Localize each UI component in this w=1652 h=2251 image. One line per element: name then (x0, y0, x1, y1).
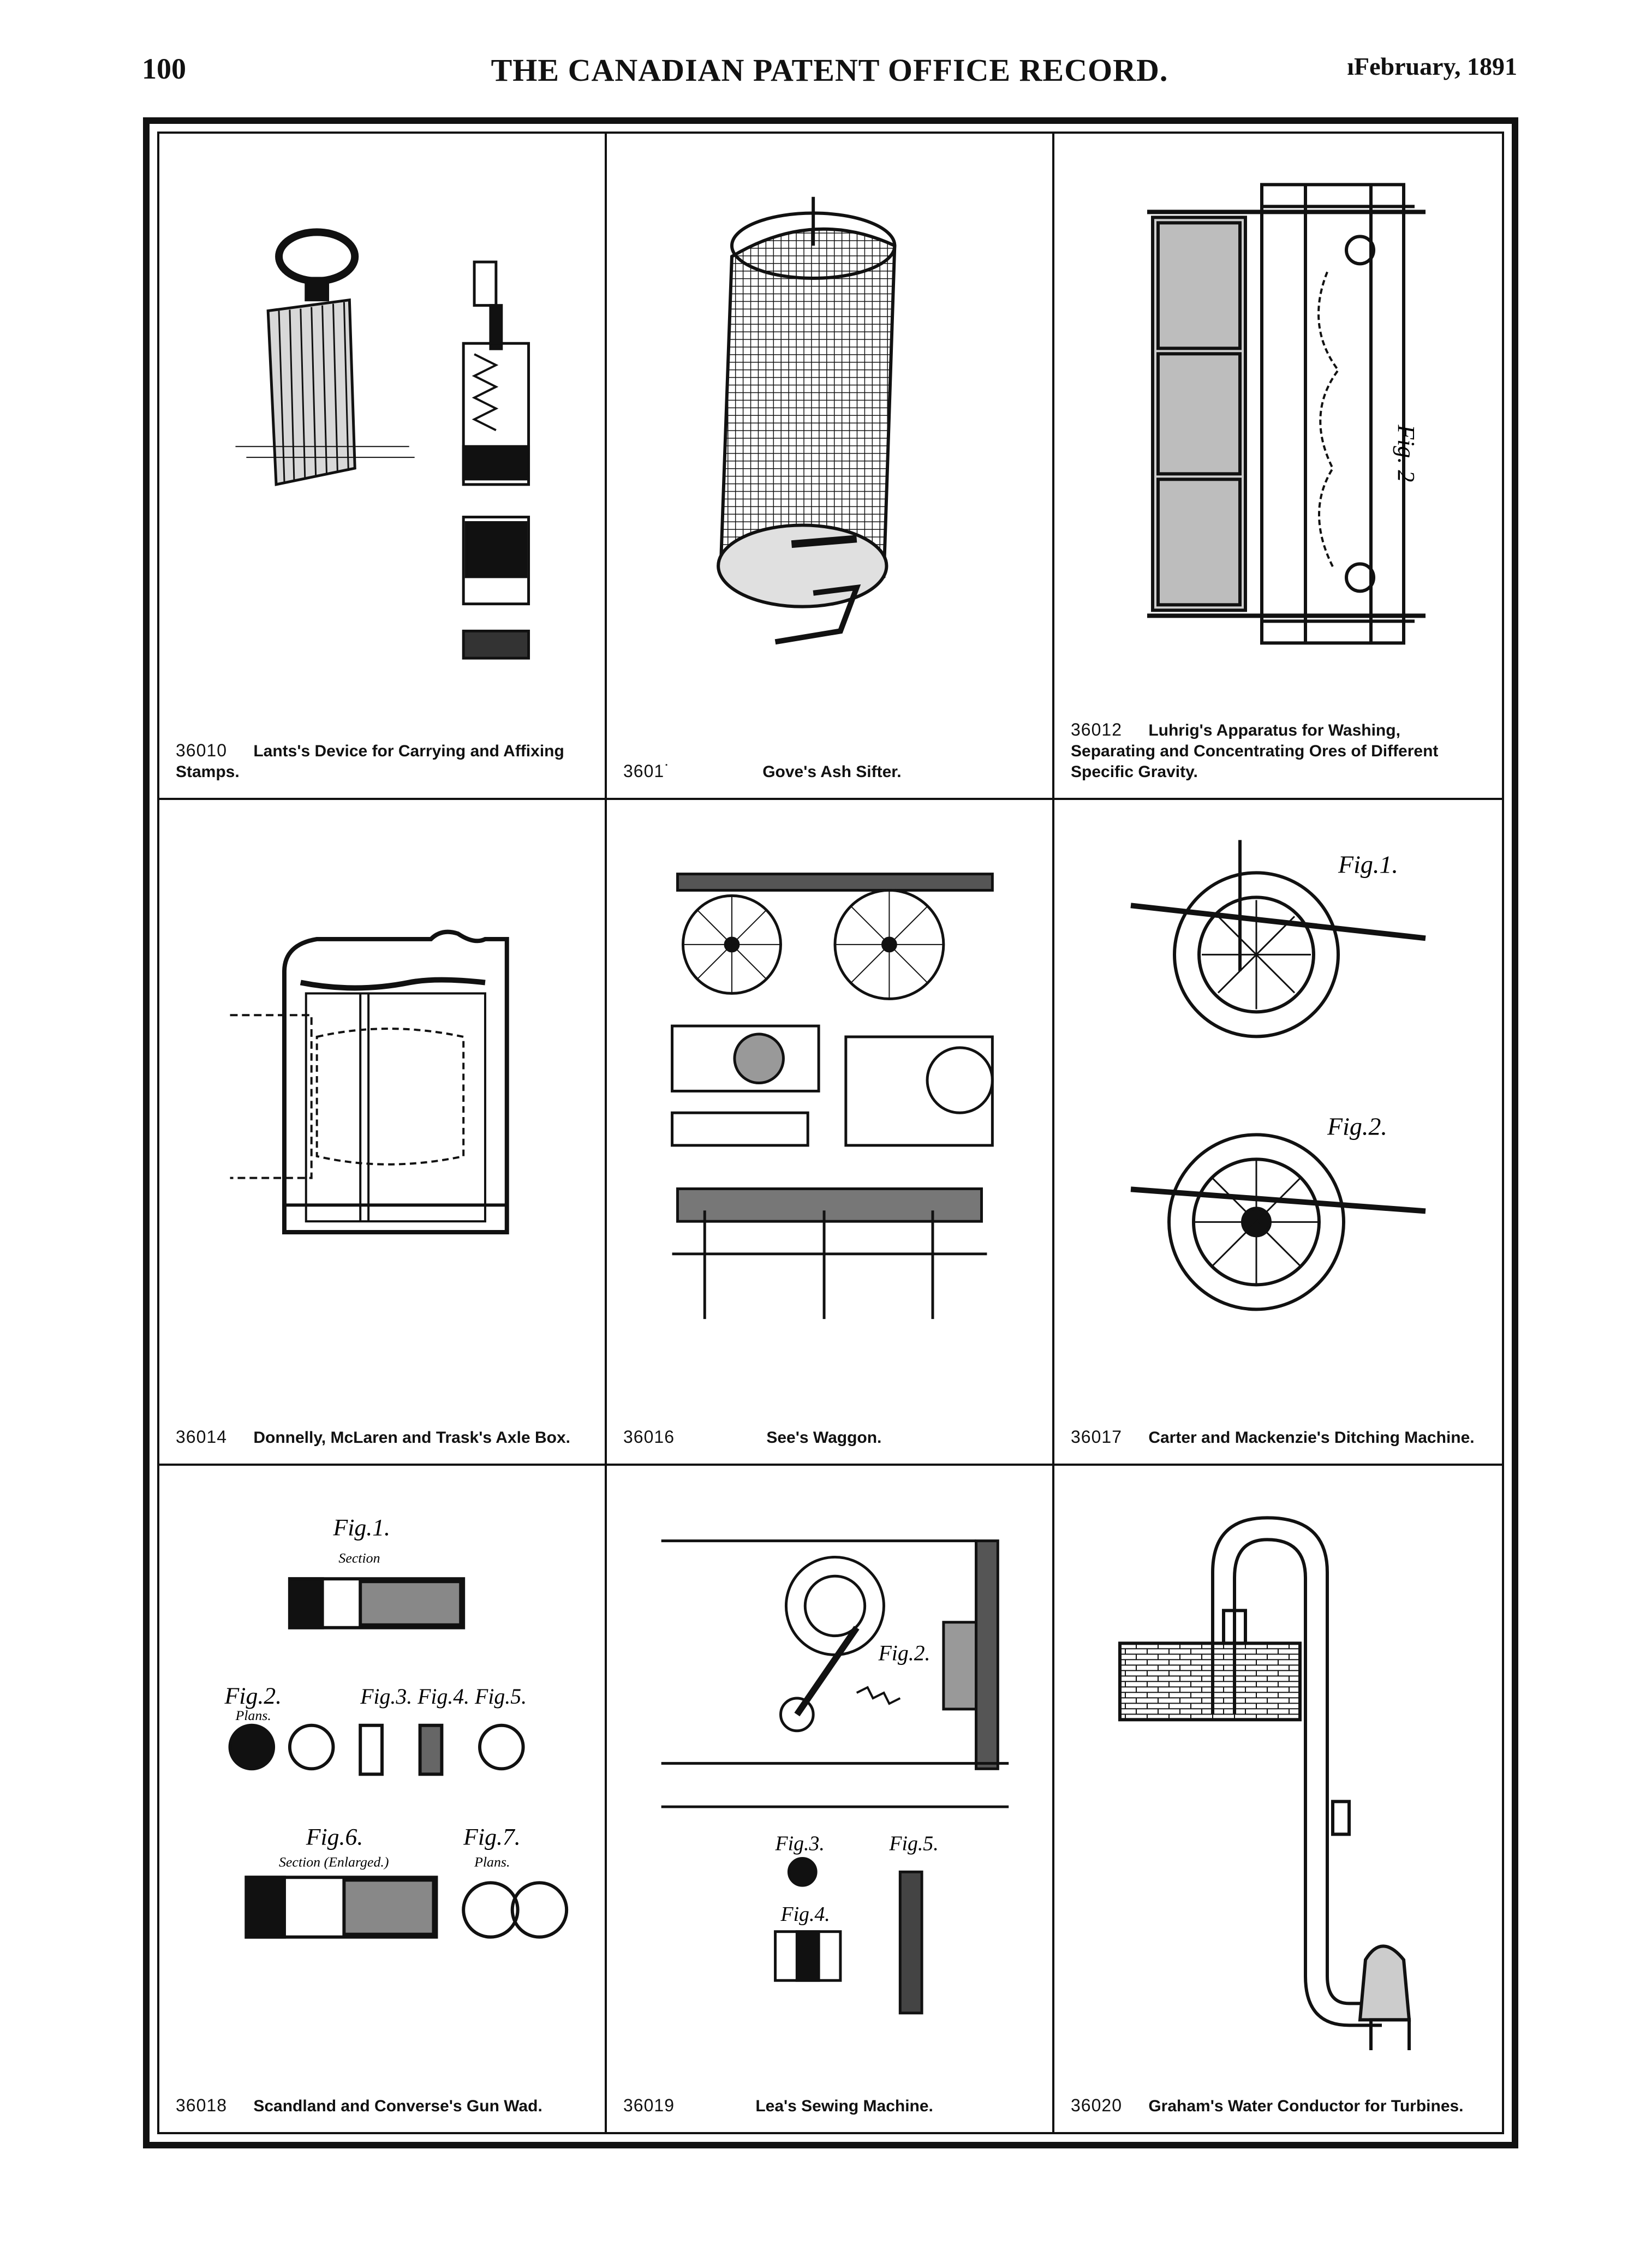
patent-cell-36010: 36010 Lants's Device for Carrying and Af… (159, 134, 607, 800)
gun-wad-drawing: Fig.1. Section Fig.2. Plans. Fig.3. Fig.… (181, 1488, 583, 2050)
figure-label: Fig.4. (780, 1903, 830, 1926)
plate-inner-border: 36010 Lants's Device for Carrying and Af… (157, 132, 1504, 2134)
patent-title: Carter and Mackenzie's Ditching Machine. (1148, 1429, 1475, 1447)
figure-label: Fig.5. (888, 1832, 938, 1855)
figure-label: Fig.2. (878, 1641, 931, 1665)
figure-label: Fig. 2 (1393, 424, 1420, 482)
figure-label: Section (Enlarged.) (279, 1854, 389, 1870)
patent-cell-36020: 36020 Graham's Water Conductor for Turbi… (1054, 1466, 1502, 2132)
patent-title: Donnelly, McLaren and Trask's Axle Box. (253, 1429, 570, 1447)
patent-cell-36017: Fig.1. Fig.2. 36017 Carter and Mackenzie… (1054, 800, 1502, 1466)
patent-title: Lants's Device for Carrying and Affixing… (176, 742, 564, 781)
patent-title: Gove's Ash Sifter. (762, 762, 902, 781)
patent-caption: 36012 Luhrig's Apparatus for Washing, Se… (1071, 719, 1486, 783)
patent-number: 36012 (1071, 719, 1122, 739)
page-header: 100 THE CANADIAN PATENT OFFICE RECORD. ı… (142, 52, 1517, 95)
figure-label: Plans. (474, 1854, 510, 1870)
patent-grid: 36010 Lants's Device for Carrying and Af… (159, 134, 1502, 2132)
patent-cell-36012: Fig. 2 36012 Luhrig's Apparatus for Wash… (1054, 134, 1502, 800)
page-number: 100 (142, 52, 186, 85)
patent-number: 36017 (1071, 1427, 1122, 1447)
patent-number: 36018 (176, 2095, 227, 2115)
patent-title: Luhrig's Apparatus for Washing, Separati… (1071, 721, 1439, 781)
patent-caption: 36010 Lants's Device for Carrying and Af… (176, 740, 588, 783)
patent-caption: 36020 Graham's Water Conductor for Turbi… (1071, 2095, 1486, 2117)
stamp-device-drawing (181, 156, 583, 716)
patent-cell-36014: 36014 Donnelly, McLaren and Trask's Axle… (159, 799, 607, 1466)
figure-label: Fig.6. (306, 1824, 363, 1850)
patent-title: See's Waggon. (766, 1429, 882, 1447)
patent-caption: 36014 Donnelly, McLaren and Trask's Axle… (176, 1426, 588, 1448)
patent-number: 36020 (1071, 2095, 1122, 2115)
patent-caption: 3601˙ Gove's Ash Sifter. (623, 761, 1036, 783)
patent-number: 36010 (176, 740, 227, 760)
patent-caption: 36019 Lea's Sewing Machine. (623, 2095, 1036, 2117)
figure-label: Plans. (235, 1707, 271, 1723)
patent-cell-36011: 3601˙ Gove's Ash Sifter. (607, 134, 1054, 800)
sewing-machine-drawing: Fig.2. Fig.3. Fig.4. Fig.5. (629, 1488, 1030, 2050)
patent-title: Scandland and Converse's Gun Wad. (253, 2097, 542, 2115)
ditching-machine-drawing: Fig.1. Fig.2. (1076, 822, 1480, 1382)
axle-box-drawing (181, 822, 583, 1382)
figure-label: Fig.2. (1327, 1112, 1387, 1140)
figure-label: Fig.2. (224, 1683, 282, 1709)
water-conductor-drawing (1076, 1488, 1480, 2055)
figure-label: Section (338, 1550, 380, 1566)
patent-caption: 36016 See's Waggon. (623, 1426, 1036, 1448)
figure-label: Fig.3. Fig.4. Fig.5. (360, 1685, 527, 1709)
figure-label: Fig.1. (332, 1515, 390, 1541)
publication-title: THE CANADIAN PATENT OFFICE RECORD. (491, 52, 1168, 88)
patent-caption: 36017 Carter and Mackenzie's Ditching Ma… (1071, 1426, 1486, 1448)
patent-cell-36016: 36016 See's Waggon. (607, 799, 1054, 1466)
patent-title: Lea's Sewing Machine. (755, 2097, 933, 2115)
patent-caption: 36018 Scandland and Converse's Gun Wad. (176, 2095, 588, 2117)
figure-label: Fig.7. (463, 1824, 521, 1850)
patent-number: 3601˙ (623, 761, 671, 781)
issue-date: ıFebruary, 1891 (1347, 52, 1517, 80)
patent-number: 36016 (623, 1427, 675, 1447)
patent-cell-36018: Fig.1. Section Fig.2. Plans. Fig.3. Fig.… (159, 1466, 607, 2132)
patent-title: Graham's Water Conductor for Turbines. (1148, 2097, 1464, 2115)
figure-label: Fig.3. (775, 1832, 825, 1855)
ore-washer-drawing: Fig. 2 (1076, 156, 1480, 716)
ash-sifter-drawing (629, 156, 1030, 716)
figure-label: Fig.1. (1338, 850, 1398, 878)
plate-frame: 36010 Lants's Device for Carrying and Af… (143, 117, 1518, 2148)
patent-cell-36019: Fig.2. Fig.3. Fig.4. Fig.5. 36019 Lea's … (607, 1466, 1054, 2132)
patent-number: 36014 (176, 1427, 227, 1447)
patent-number: 36019 (623, 2095, 675, 2115)
waggon-drawing (629, 822, 1030, 1382)
